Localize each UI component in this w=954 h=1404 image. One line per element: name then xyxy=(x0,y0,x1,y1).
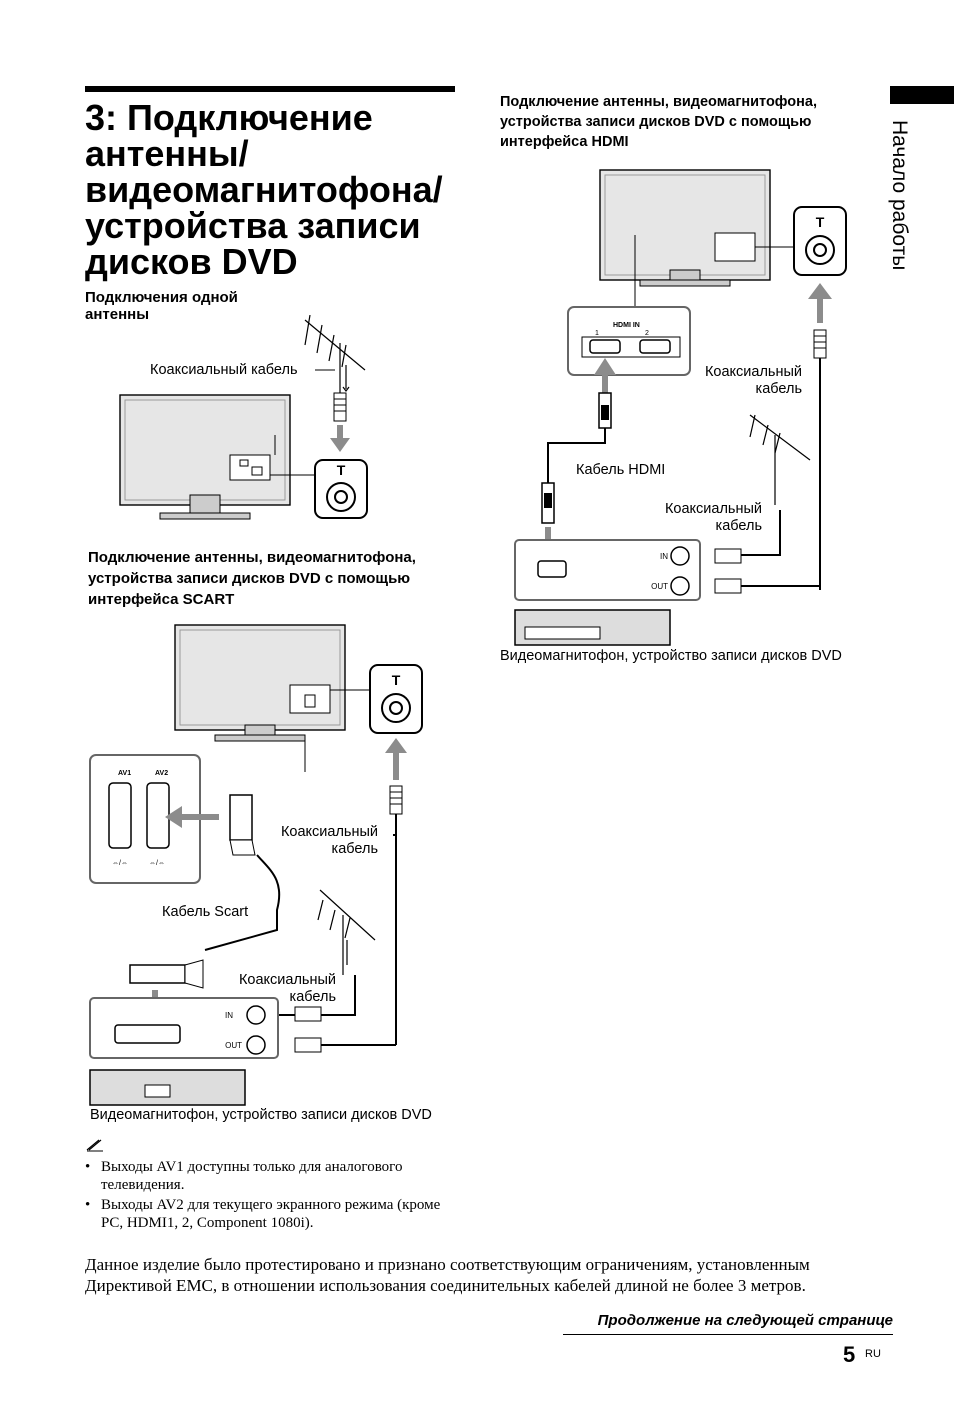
scart-plug-icon xyxy=(129,959,204,989)
hdmi-heading: Подключение антенны, видеомагнитофона, у… xyxy=(500,94,818,150)
single-coax-label: Коаксиальный кабель xyxy=(150,362,298,378)
emc-statement: Данное изделие было протестировано и при… xyxy=(85,1255,810,1295)
antenna-icon xyxy=(317,889,376,975)
coax-plug-icon xyxy=(389,785,403,815)
scart-device-caption: Видеомагнитофон, устройство записи диско… xyxy=(90,1107,432,1123)
single-antenna-diagram: T xyxy=(119,315,368,520)
notes-list: Выходы AV1 доступны только для аналогово… xyxy=(85,1158,465,1234)
section-tab-marker xyxy=(890,86,954,104)
antenna-icon xyxy=(749,414,811,505)
scart-heading: Подключение антенны, видеомагнитофона, у… xyxy=(88,549,416,608)
svg-text:IN: IN xyxy=(660,552,668,561)
connect-arrow-icon xyxy=(330,425,350,452)
hdmi-device-caption: Видеомагнитофон, устройство записи диско… xyxy=(500,648,842,664)
coax-plug-icon xyxy=(333,392,347,422)
tv-back-icon xyxy=(174,624,346,742)
connect-arrow-icon xyxy=(594,358,616,394)
svg-text:AV2: AV2 xyxy=(155,770,168,777)
hdmi-plug-icon xyxy=(541,482,555,524)
tv-back-icon xyxy=(119,394,291,520)
continued-note: Продолжение на следующей странице xyxy=(597,1312,893,1329)
svg-text:T: T xyxy=(337,462,346,478)
title-rule xyxy=(85,86,455,92)
svg-text:AV1: AV1 xyxy=(118,770,131,777)
recorder-back-panel-icon: IN OUT xyxy=(89,997,322,1059)
svg-text:HDMI IN: HDMI IN xyxy=(613,322,640,329)
vcr-device-icon xyxy=(514,609,671,646)
section-tab-label: Начало работы xyxy=(888,120,911,271)
hdmi-panel-icon: HDMI IN 1 2 xyxy=(567,306,691,376)
list-item: Выходы AV1 доступны только для аналогово… xyxy=(85,1158,465,1194)
language-code: RU xyxy=(865,1348,881,1360)
hdmi-plug-icon xyxy=(598,392,612,429)
coax-plug-icon xyxy=(813,329,827,359)
svg-text:OUT: OUT xyxy=(651,582,668,591)
page-number: 5 xyxy=(843,1342,856,1367)
antenna-socket-icon: T xyxy=(369,664,423,734)
page-title: 3: Подключение антенны/ видеомагнитофона… xyxy=(85,97,443,282)
svg-text:T: T xyxy=(392,672,401,688)
svg-text:1: 1 xyxy=(595,330,599,337)
svg-text:2: 2 xyxy=(645,330,649,337)
svg-text:⇔/⇔: ⇔/⇔ xyxy=(149,860,165,867)
footer-rule xyxy=(563,1334,893,1335)
antenna-socket-icon: T xyxy=(314,459,368,519)
svg-text:IN: IN xyxy=(225,1011,233,1020)
antenna-socket-icon: T xyxy=(793,206,847,276)
connect-arrow-icon xyxy=(808,283,832,323)
vcr-device-icon xyxy=(89,1069,246,1106)
hdmi-cable-label: Кабель HDMI xyxy=(576,462,666,478)
scart-diagram: T AV1 AV2 ⇔/⇔ ⇔/⇔ xyxy=(89,624,423,1106)
tv-back-icon xyxy=(599,169,771,287)
pencil-note-icon xyxy=(86,1139,103,1152)
svg-text:T: T xyxy=(816,214,825,230)
antenna-icon xyxy=(304,315,366,393)
single-antenna-heading: Подключения одной антенны xyxy=(85,289,238,323)
list-item: Выходы AV2 для текущего экранного режима… xyxy=(85,1196,465,1232)
connect-arrow-icon xyxy=(385,738,407,780)
connect-arrow-icon xyxy=(165,806,219,828)
scart-cable-label: Кабель Scart xyxy=(162,904,249,920)
svg-text:OUT: OUT xyxy=(225,1041,242,1050)
scart-plug-icon xyxy=(229,794,256,856)
svg-text:⇔/⇔: ⇔/⇔ xyxy=(112,860,128,867)
hdmi-diagram: T HDMI IN 1 2 xyxy=(514,169,847,646)
recorder-back-panel-icon: IN OUT xyxy=(514,539,742,601)
